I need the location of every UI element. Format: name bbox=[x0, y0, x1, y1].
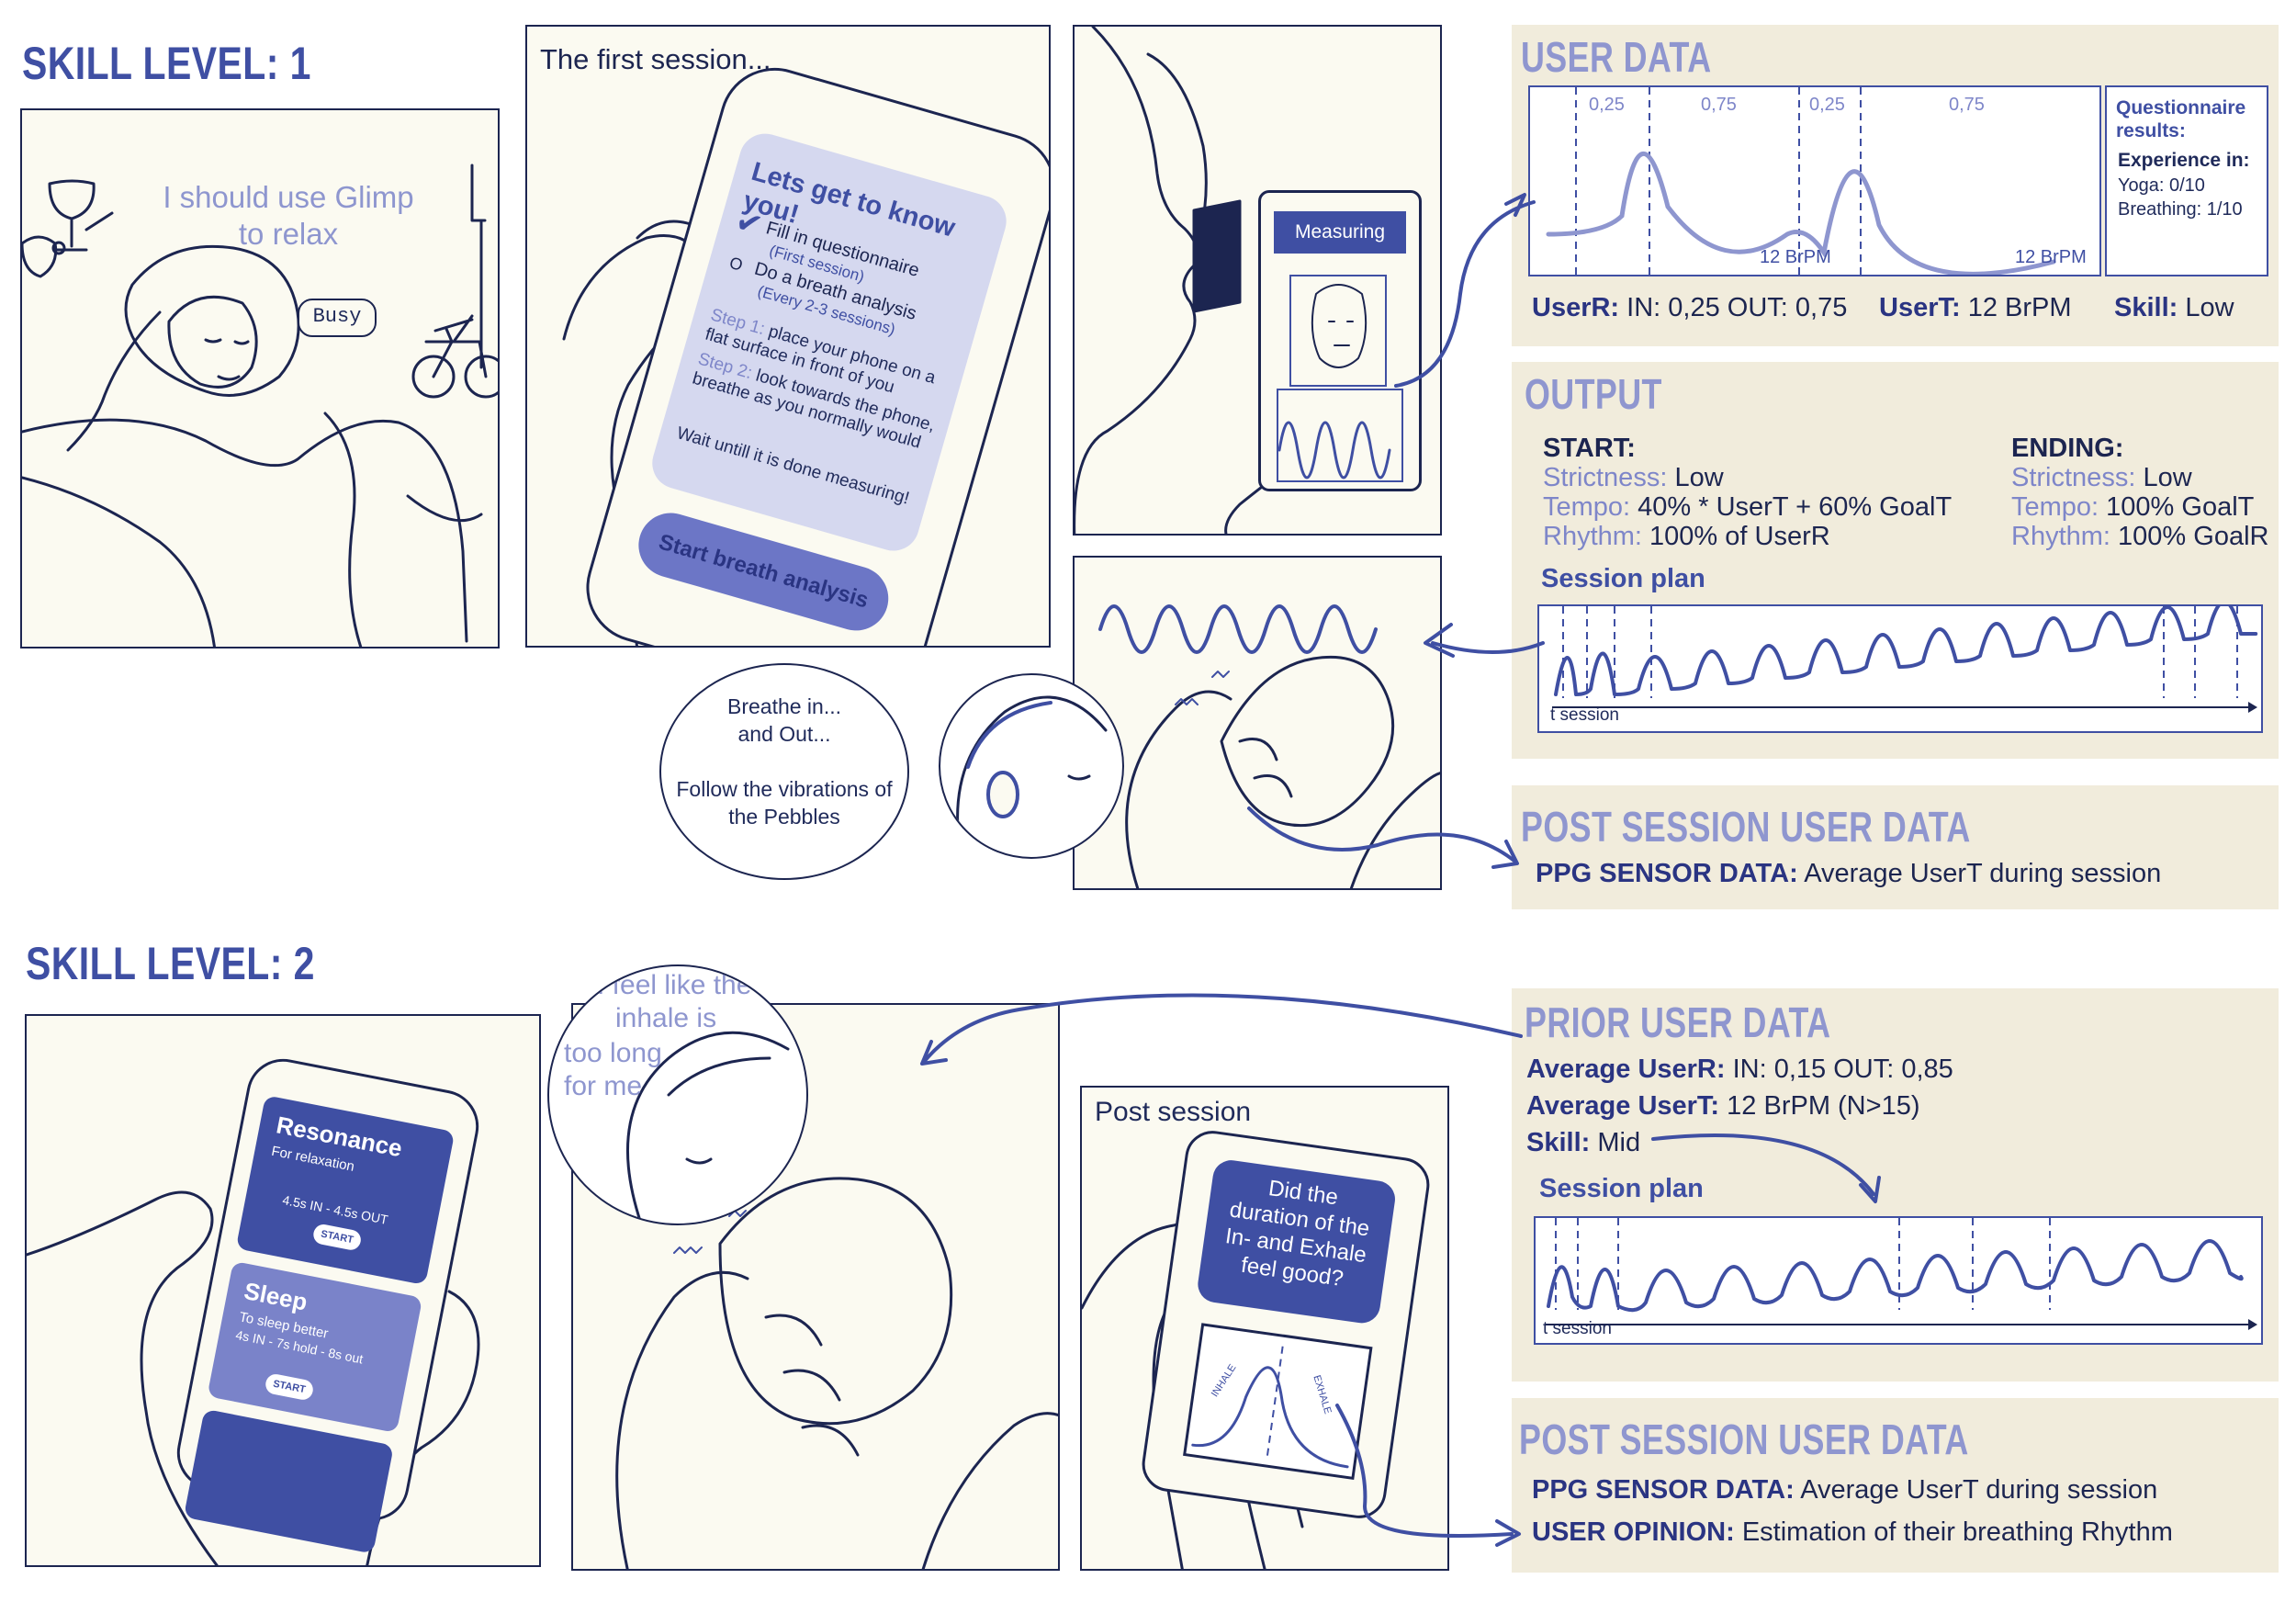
panel-caption: The first session... bbox=[540, 43, 771, 75]
resonance-card[interactable]: Resonance For relaxation 4.5s IN - 4.5s … bbox=[235, 1095, 456, 1286]
comic-panel-session-select: Resonance For relaxation 4.5s IN - 4.5s … bbox=[25, 1014, 541, 1567]
onboarding-card: Lets get to know you! ✔ Fill in question… bbox=[646, 127, 1013, 558]
ppg-row: PPG SENSOR DATA: Average UserT during se… bbox=[1536, 859, 2162, 888]
question-card: Did the duration of the In- and Exhale f… bbox=[1195, 1157, 1398, 1325]
end-rhythm: Rhythm: 100% GoalR bbox=[2011, 522, 2269, 551]
speech-bubble: Breathe in... and Out... Follow the vibr… bbox=[659, 663, 909, 880]
prior-axis-label: t session bbox=[1543, 1319, 1612, 1338]
prior-skill-row: Skill: Mid bbox=[1526, 1128, 1641, 1157]
skill-level-1-heading: SKILL LEVEL: 1 bbox=[22, 38, 311, 89]
sleep-start-button[interactable]: START bbox=[264, 1372, 315, 1402]
start-rhythm: Rhythm: 100% of UserR bbox=[1543, 522, 1830, 551]
skill-level-2-heading: SKILL LEVEL: 2 bbox=[26, 938, 315, 989]
end-label: ENDING: bbox=[2011, 434, 2124, 463]
woman-on-couch-illustration bbox=[22, 164, 498, 647]
breath-chart: 0,25 0,75 0,25 0,75 12 BrPM 12 BrPM bbox=[1528, 85, 2101, 276]
session-plan-label: Session plan bbox=[1541, 564, 1705, 593]
post-session-section-2: POST SESSION USER DATA PPG SENSOR DATA: … bbox=[1512, 1398, 2279, 1573]
session-plan-curve bbox=[1552, 600, 2258, 713]
questionnaire-title: Questionnaire results: bbox=[2116, 97, 2246, 141]
speech-line-1: Breathe in... bbox=[726, 694, 842, 718]
start-label: START: bbox=[1543, 434, 1636, 463]
thought-line-1: I feel like the bbox=[597, 970, 752, 1000]
prior-user-data-title: PRIOR USER DATA bbox=[1525, 998, 1831, 1046]
thought-line-3: too long bbox=[564, 1038, 662, 1068]
end-tempo: Tempo: 100% GoalT bbox=[2011, 492, 2255, 522]
breath-curve bbox=[1546, 87, 2056, 276]
measuring-label: Measuring bbox=[1274, 211, 1406, 254]
thought-text: I should use Glimp to relax bbox=[163, 180, 414, 251]
tick-1: 0,25 bbox=[1589, 95, 1625, 115]
speech-line-3: Follow the vibrations of bbox=[676, 777, 893, 801]
phone-device-3: Did the duration of the In- and Exhale f… bbox=[1138, 1127, 1434, 1522]
comic-panel-post-session: Post session Did the duration of the In-… bbox=[1080, 1086, 1449, 1571]
resonance-start-button[interactable]: START bbox=[311, 1223, 363, 1252]
output-section: OUTPUT START: Strictness: Low Tempo: 40%… bbox=[1512, 362, 2279, 759]
axis-label: t session bbox=[1550, 705, 1619, 725]
tick-2: 0,75 bbox=[1701, 95, 1737, 115]
thought-line-2: inhale is bbox=[615, 1003, 717, 1033]
face-scan-illustration bbox=[1277, 275, 1403, 482]
post-session-caption: Post session bbox=[1095, 1097, 1252, 1127]
userR-row: UserR: IN: 0,25 OUT: 0,75 bbox=[1532, 293, 1848, 322]
head-with-headphones-circle bbox=[939, 673, 1124, 859]
footer-2: 12 BrPM bbox=[2015, 247, 2087, 267]
hands-with-pebble-2-illustration bbox=[615, 1177, 1058, 1569]
prior-user-data-section: PRIOR USER DATA Average UserR: IN: 0,15 … bbox=[1512, 988, 2279, 1382]
post-session-title: POST SESSION USER DATA bbox=[1521, 803, 1971, 851]
breathing-value: Breathing: 1/10 bbox=[2118, 199, 2243, 220]
face-with-phone-illustration bbox=[1075, 27, 1352, 534]
experience-label: Experience in: bbox=[2118, 150, 2250, 171]
check-icon: ✔ bbox=[731, 203, 767, 244]
thought-circle: I feel like the inhale is too long for m… bbox=[547, 964, 808, 1225]
comic-panel-measuring: Measuring bbox=[1073, 25, 1442, 536]
user-data-section: USER DATA 0,25 0,75 0,25 0,75 12 BrPM 12… bbox=[1512, 25, 2279, 346]
tick-3: 0,25 bbox=[1809, 95, 1845, 115]
thought-line-4: for me bbox=[564, 1071, 643, 1101]
prior-session-plan-chart: t session bbox=[1534, 1216, 2263, 1345]
start-tempo: Tempo: 40% * UserT + 60% GoalT bbox=[1543, 492, 1953, 522]
tick-4: 0,75 bbox=[1949, 95, 1985, 115]
comic-panel-relax: I should use Glimp to relax Busy bbox=[20, 108, 500, 648]
user-data-title: USER DATA bbox=[1521, 33, 1712, 81]
output-title: OUTPUT bbox=[1525, 370, 1662, 418]
radio-icon: O bbox=[727, 253, 746, 275]
measuring-phone: Measuring bbox=[1258, 190, 1422, 491]
headphones-illustration bbox=[956, 695, 1108, 842]
speech-line-4: the Pebbles bbox=[728, 805, 840, 829]
avg-userT-row: Average UserT: 12 BrPM (N>15) bbox=[1526, 1091, 1920, 1121]
post-session-2-title: POST SESSION USER DATA bbox=[1519, 1415, 1969, 1463]
comic-panel-first-session: The first session... Lets get to know yo… bbox=[525, 25, 1051, 648]
start-strictness: Strictness: Low bbox=[1543, 463, 1724, 492]
footer-1: 12 BrPM bbox=[1760, 247, 1831, 267]
busy-speech-bubble: Busy bbox=[298, 299, 377, 337]
prior-session-plan-curve bbox=[1545, 1218, 2257, 1330]
head-with-headband-illustration bbox=[626, 1031, 790, 1224]
opinion-row: USER OPINION: Estimation of their breath… bbox=[1532, 1517, 2173, 1547]
yoga-value: Yoga: 0/10 bbox=[2118, 175, 2205, 196]
ppg-row-2: PPG SENSOR DATA: Average UserT during se… bbox=[1532, 1475, 2158, 1505]
breath-slider[interactable]: INHALE EXHALE bbox=[1183, 1323, 1373, 1480]
questionnaire-box: Questionnaire results: Experience in: Yo… bbox=[2105, 85, 2268, 276]
sleep-card[interactable]: Sleep To sleep better 4s IN - 7s hold - … bbox=[207, 1260, 423, 1434]
post-session-section-1: POST SESSION USER DATA PPG SENSOR DATA: … bbox=[1512, 785, 2279, 909]
inhale-exhale-curve bbox=[1191, 1346, 1349, 1469]
skill-row: Skill: Low bbox=[2114, 293, 2234, 322]
speech-line-2: and Out... bbox=[737, 722, 831, 746]
hands-with-pebbles-illustration bbox=[1098, 604, 1440, 888]
end-strictness: Strictness: Low bbox=[2011, 463, 2192, 492]
avg-userR-row: Average UserR: IN: 0,15 OUT: 0,85 bbox=[1526, 1054, 1953, 1084]
prior-session-plan-label: Session plan bbox=[1539, 1174, 1704, 1203]
userT-row: UserT: 12 BrPM bbox=[1879, 293, 2072, 322]
session-plan-chart: t session bbox=[1537, 600, 2263, 733]
resonance-detail: 4.5s IN - 4.5s OUT bbox=[281, 1191, 389, 1227]
comic-panel-pebbles bbox=[1073, 556, 1442, 890]
